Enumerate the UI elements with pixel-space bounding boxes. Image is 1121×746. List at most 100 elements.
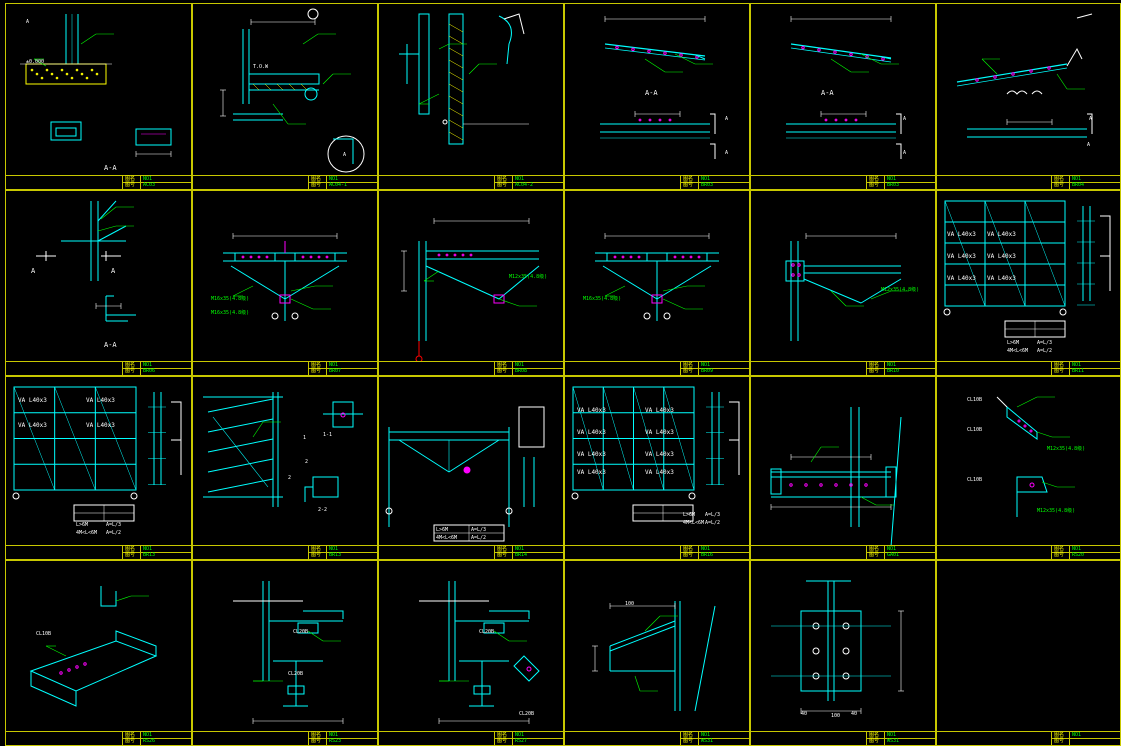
drawing-label: A	[1087, 142, 1091, 148]
title-block-label: 图号	[125, 182, 136, 188]
drawing-label: VA L40x3	[645, 451, 674, 458]
drawing-label: VA L40x3	[577, 407, 606, 414]
bolt	[1029, 429, 1033, 433]
girt-block	[234, 252, 276, 262]
leader-line	[1056, 73, 1068, 90]
title-block-value: NO1	[143, 176, 153, 182]
drawing-rect	[770, 468, 782, 495]
base-plate	[800, 610, 862, 692]
bolt	[340, 412, 346, 418]
drawing-label: A-A	[645, 89, 658, 97]
drawing-circle	[130, 492, 138, 500]
title-block-value: NO1	[143, 546, 153, 552]
drawing-path	[30, 671, 77, 707]
drawing-label: A	[725, 150, 729, 156]
drawing-line	[602, 265, 658, 300]
detail-code: BR14	[515, 552, 528, 558]
gusset-plate	[279, 294, 291, 304]
title-block-label: 图名	[311, 732, 322, 738]
bolt	[679, 53, 683, 57]
leader-line	[97, 225, 117, 232]
drawing-rect	[297, 622, 319, 634]
drawing-line	[860, 278, 902, 304]
drawing-circle	[304, 87, 318, 101]
title-block-label: 图号	[497, 552, 508, 558]
leader-line	[468, 63, 480, 75]
drawing-label: M12x35(4.8级)	[509, 274, 548, 280]
drawing-label: L>6M	[76, 522, 89, 528]
title-block-label: 图号	[869, 738, 880, 744]
drawing-line	[984, 200, 1026, 307]
drawing-line	[300, 83, 308, 91]
drawing-label: A=L/2	[1037, 348, 1053, 354]
drawing-line	[609, 620, 676, 647]
title-block-value: NO1	[701, 362, 711, 368]
drawing-path	[503, 13, 525, 35]
concrete-hatch	[90, 68, 94, 72]
drawing-line	[448, 23, 464, 33]
section-block	[50, 121, 82, 141]
drawing-path	[1087, 113, 1093, 134]
title-block-label: 图号	[125, 368, 136, 374]
drawing-line	[425, 265, 500, 300]
wall-frame	[944, 200, 1066, 307]
drawing-line	[448, 131, 464, 141]
title-block-label: 图名	[869, 732, 880, 738]
bolt	[1017, 419, 1021, 423]
detail-code: WS31	[701, 738, 714, 744]
drawing-label: VA L40x3	[577, 469, 606, 476]
drawing-label: 2	[288, 475, 292, 481]
drawing-circle	[571, 492, 579, 500]
drawing-label: A	[903, 150, 907, 156]
drawing-label: M16x35(4.8级)	[211, 310, 250, 316]
bolt	[67, 668, 71, 672]
drawing-label: A-A	[821, 89, 834, 97]
detail-code: AC04-1	[329, 182, 348, 188]
drawing-label: VA L40x3	[577, 451, 606, 458]
drawing-line	[97, 200, 117, 222]
drawing-line	[448, 35, 464, 45]
title-block-value: NO1	[515, 546, 525, 552]
drawing-line	[276, 83, 284, 91]
detail-code: BR13	[143, 552, 156, 558]
detail-code: GA01	[887, 552, 900, 558]
drawing-label: L>6M	[436, 527, 449, 533]
drawing-label: 4M<L<6M	[76, 530, 98, 536]
drawing-label: A=L/2	[106, 530, 122, 536]
detail-code: BR16	[701, 552, 714, 558]
title-block-value: NO1	[701, 732, 711, 738]
drawing-line	[448, 107, 464, 117]
title-block-label: 图号	[869, 552, 880, 558]
